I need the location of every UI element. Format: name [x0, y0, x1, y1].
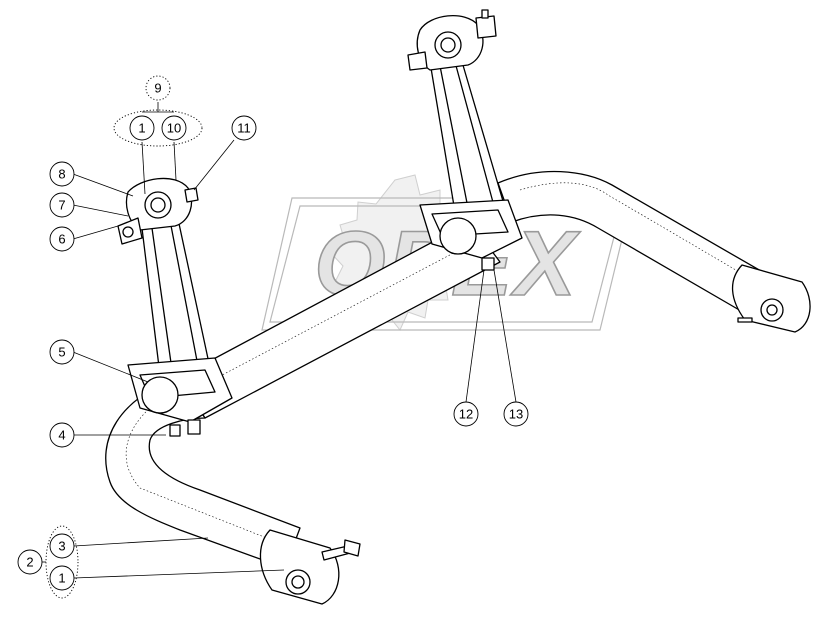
callout-12-label: 12 [459, 407, 473, 422]
callout-9-label: 9 [154, 81, 161, 96]
callout-6-label: 6 [58, 232, 65, 247]
callout-12: 12 [453, 401, 479, 427]
callout-4-label: 4 [58, 428, 65, 443]
callout-group-2-outline [45, 525, 79, 599]
callout-1-bottom-label: 1 [58, 571, 65, 586]
stabilizer-bar [105, 170, 811, 605]
callout-5-label: 5 [58, 345, 65, 360]
callout-2: 2 [17, 549, 43, 575]
callout-bubbles: 9 1 10 11 8 7 6 5 [17, 75, 529, 599]
callout-8: 8 [49, 161, 75, 187]
callout-11: 11 [231, 115, 257, 141]
left-link-rod [117, 177, 233, 437]
callout-8-label: 8 [58, 167, 65, 182]
callout-5: 5 [49, 339, 75, 365]
callout-4: 4 [49, 422, 75, 448]
callout-6: 6 [49, 226, 75, 252]
callout-2-label: 2 [26, 555, 33, 570]
callout-1-top-label: 1 [138, 121, 145, 136]
callout-1-bottom: 1 [49, 565, 75, 591]
callout-11-label: 11 [237, 121, 251, 136]
callout-1-top: 1 [129, 115, 155, 141]
callout-10: 10 [161, 115, 187, 141]
callout-group-9-outline [113, 109, 203, 147]
callout-7: 7 [49, 192, 75, 218]
callout-13: 13 [503, 401, 529, 427]
callout-13-label: 13 [509, 407, 523, 422]
leader-lines [72, 102, 517, 579]
callout-9: 9 [145, 75, 171, 101]
callout-3: 3 [49, 533, 75, 559]
callout-10-label: 10 [167, 121, 181, 136]
right-link-rod [407, 9, 523, 271]
callout-7-label: 7 [58, 198, 65, 213]
callout-3-label: 3 [58, 539, 65, 554]
